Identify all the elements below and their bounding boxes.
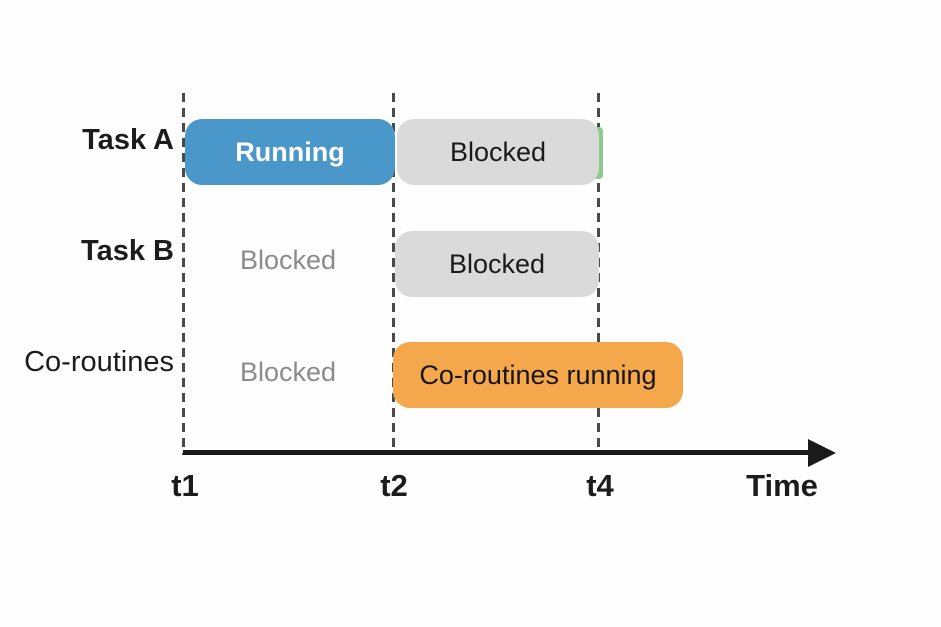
row-label-task-b: Task B (81, 235, 174, 267)
task-a-blocked-box: Blocked (397, 119, 599, 185)
dashed-guide-line-t1 (182, 93, 185, 455)
axis-tick-t2: t2 (380, 468, 408, 503)
row-label-co-routines: Co-routines (24, 346, 174, 378)
dashed-guide-line-t2 (392, 93, 395, 455)
row-label-task-a: Task A (82, 124, 174, 156)
axis-tick-t4: t4 (586, 468, 614, 503)
task-b-blocked-text: Blocked (239, 245, 337, 275)
axis-label-time: Time (746, 468, 818, 503)
task-a-running-box: Running (185, 119, 395, 185)
axis-tick-t1: t1 (171, 468, 199, 503)
co-routines-running-box: Co-routines running (393, 342, 683, 408)
time-axis-arrowhead-icon (808, 439, 836, 467)
co-routines-blocked-text: Blocked (239, 357, 337, 387)
time-axis-line (183, 450, 813, 455)
task-b-blocked-box: Blocked (395, 231, 599, 297)
